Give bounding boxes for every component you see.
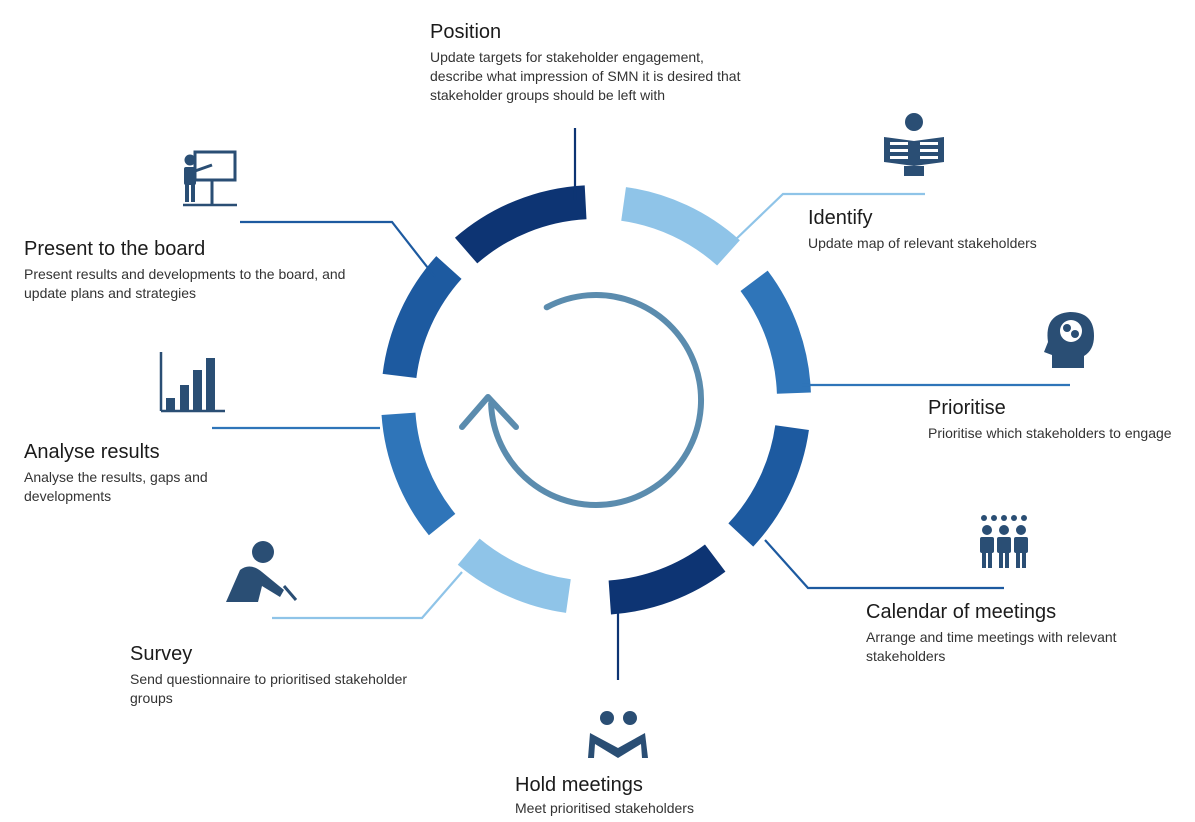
presenter-board-icon: [183, 150, 237, 207]
ring-segment-survey: [457, 538, 572, 613]
stage-description: Analyse the results, gaps and developmen…: [24, 469, 208, 504]
stage-hold: Hold meetings Meet prioritised stakehold…: [515, 773, 795, 818]
stage-description: Send questionnaire to prioritised stakeh…: [130, 671, 408, 706]
person-writing-icon: [226, 541, 298, 602]
stage-title: Analyse results: [24, 441, 160, 463]
ring-segment-analyse: [381, 412, 456, 536]
ring-segment-hold: [608, 544, 726, 615]
cycle-arrow-head: [459, 394, 519, 430]
stage-title: Identify: [808, 207, 873, 229]
stage-description: Present results and developments to the …: [24, 266, 346, 301]
cycle-arrow-icon: [459, 291, 704, 508]
stage-description: Update targets for stakeholder engagemen…: [430, 49, 741, 103]
stage-title: Present to the board: [24, 238, 206, 260]
stage-survey: Survey Send questionnaire to prioritised…: [130, 642, 410, 708]
stage-description: Prioritise which stakeholders to engage: [928, 425, 1172, 441]
stage-identify: Identify Update map of relevant stakehol…: [808, 206, 1038, 253]
ring-segment-position: [454, 185, 587, 264]
ring-segment-calendar: [728, 424, 809, 547]
group-people-icon: [980, 515, 1028, 568]
cycle-arrow-arc: [488, 291, 704, 508]
cycle-ring: [381, 185, 811, 615]
connector-calendar: [764, 539, 1004, 590]
bar-chart-icon: [159, 352, 225, 413]
stage-description: Meet prioritised stakeholders: [515, 800, 694, 816]
connector-lines: [212, 128, 1070, 680]
head-brain-icon: [1044, 312, 1094, 368]
stage-title: Position: [430, 21, 502, 43]
stage-title: Hold meetings: [515, 774, 643, 796]
stage-title: Survey: [130, 643, 193, 665]
stage-title: Prioritise: [928, 397, 1006, 419]
stage-analyse: Analyse results Analyse the results, gap…: [24, 440, 284, 506]
handshake-icon: [588, 711, 648, 758]
stage-present: Present to the board Present results and…: [24, 237, 364, 303]
newspaper-reader-icon: [884, 113, 944, 176]
stage-calendar: Calendar of meetings Arrange and time me…: [866, 600, 1146, 666]
stage-prioritise: Prioritise Prioritise which stakeholders…: [928, 396, 1188, 443]
connector-identify: [732, 192, 925, 243]
ring-segment-identify: [620, 187, 740, 266]
ring-segment-present: [382, 256, 462, 379]
stage-description: Arrange and time meetings with relevant …: [866, 629, 1117, 664]
connector-survey: [272, 571, 463, 620]
stage-title: Calendar of meetings: [866, 601, 1057, 623]
stage-position: Position Update targets for stakeholder …: [430, 20, 760, 105]
connector-present: [240, 220, 436, 278]
stage-description: Update map of relevant stakeholders: [808, 235, 1037, 251]
ring-segment-prioritise: [740, 270, 811, 395]
